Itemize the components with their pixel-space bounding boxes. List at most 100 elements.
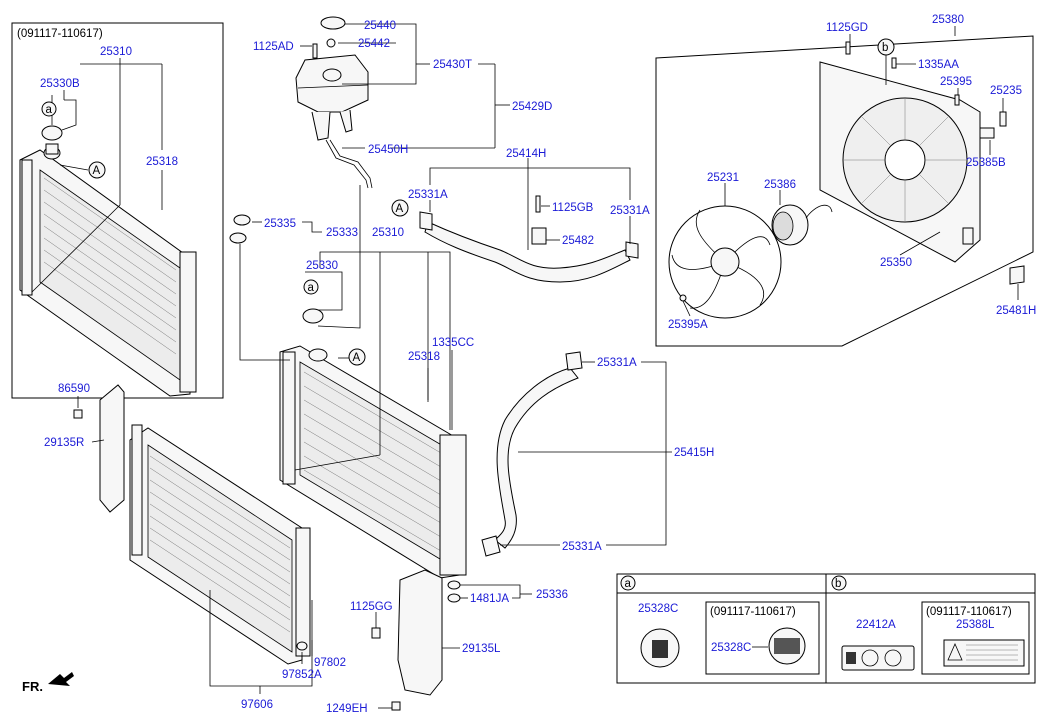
svg-text:A: A bbox=[353, 352, 361, 364]
label-25335: 25335 bbox=[264, 218, 296, 230]
clamp-lower-top bbox=[565, 351, 583, 371]
reservoir-cap bbox=[320, 16, 346, 30]
inset-callout-A bbox=[88, 161, 106, 179]
condenser-leaders bbox=[77, 396, 313, 694]
mount-97852A bbox=[296, 641, 308, 651]
cap-seal bbox=[326, 38, 336, 48]
front-arrow-icon bbox=[48, 672, 74, 686]
label-1125GG: 1125GG bbox=[350, 601, 393, 613]
legend-tag-a: a bbox=[625, 578, 632, 590]
label-25331A-upper-left: 25331A bbox=[408, 189, 448, 201]
grommet-25336 bbox=[447, 580, 461, 590]
label-25310-inset: 25310 bbox=[100, 46, 132, 58]
label-1481JA: 1481JA bbox=[470, 593, 509, 605]
clamp-upper-right bbox=[625, 241, 639, 259]
condenser bbox=[129, 424, 311, 665]
label-25328C-2: 25328C bbox=[711, 642, 751, 654]
bolt-25395 bbox=[954, 94, 960, 106]
svg-text:b: b bbox=[882, 42, 888, 54]
overflow-hose bbox=[325, 139, 369, 189]
label-25318-main: 25318 bbox=[408, 351, 440, 363]
screw-25395A bbox=[679, 294, 687, 302]
label-25395: 25395 bbox=[940, 76, 972, 88]
label-1335AA: 1335AA bbox=[918, 59, 959, 71]
upper-hose bbox=[424, 221, 631, 283]
label-86590: 86590 bbox=[58, 383, 90, 395]
bolt-1125AD bbox=[312, 43, 318, 59]
inset-cap bbox=[41, 125, 63, 141]
legend-a-date-code: (091117-110617) bbox=[710, 606, 796, 618]
label-97606: 97606 bbox=[241, 699, 273, 711]
label-25388L: 25388L bbox=[956, 619, 995, 631]
svg-text:a: a bbox=[46, 104, 53, 116]
label-25395A: 25395A bbox=[668, 319, 708, 331]
fan-assembly-frame bbox=[655, 35, 1034, 347]
label-97802: 97802 bbox=[314, 657, 346, 669]
label-25440: 25440 bbox=[364, 20, 396, 32]
air-guard-29135L bbox=[397, 569, 443, 696]
main-callout-a bbox=[303, 279, 319, 295]
fan-leaders bbox=[682, 26, 1019, 317]
inset-date-code: (091117-110617) bbox=[17, 28, 103, 40]
main-callout-A bbox=[348, 348, 366, 366]
bolt-1125GD bbox=[845, 41, 851, 55]
label-97852A: 97852A bbox=[282, 669, 322, 681]
label-25318-inset: 25318 bbox=[146, 156, 178, 168]
label-25331A-upper-right: 25331A bbox=[610, 205, 650, 217]
bolt-25235 bbox=[999, 111, 1007, 127]
main-radiator bbox=[279, 345, 467, 579]
label-1125GB: 1125GB bbox=[552, 202, 594, 214]
bracket-leaders bbox=[375, 584, 532, 709]
label-25415H: 25415H bbox=[674, 447, 714, 459]
bracket-25482 bbox=[531, 227, 547, 245]
fan-motor bbox=[771, 204, 833, 246]
air-guard-29135R bbox=[99, 384, 125, 513]
label-25429D: 25429D bbox=[512, 101, 552, 113]
label-29135R: 29135R bbox=[44, 437, 84, 449]
label-25414H: 25414H bbox=[506, 148, 546, 160]
legend-b-date-box bbox=[921, 601, 1030, 675]
grommet-25335 bbox=[233, 214, 251, 226]
label-25330: 25330 bbox=[306, 260, 338, 272]
label-25385B: 25385B bbox=[966, 157, 1006, 169]
inset-callout-a bbox=[41, 101, 57, 117]
label-1335CC: 1335CC bbox=[432, 337, 474, 349]
label-25442: 25442 bbox=[358, 38, 390, 50]
svg-text:A: A bbox=[93, 165, 101, 177]
label-1249EH: 1249EH bbox=[326, 703, 368, 715]
upper-hose-leaders bbox=[429, 158, 631, 250]
clip-25481H bbox=[1009, 265, 1025, 285]
label-25380: 25380 bbox=[932, 14, 964, 26]
svg-text:A: A bbox=[396, 203, 404, 215]
label-25336: 25336 bbox=[536, 589, 568, 601]
label-25386: 25386 bbox=[764, 179, 796, 191]
bolt-1125GG bbox=[371, 627, 381, 639]
inset-radiator bbox=[19, 143, 197, 397]
label-1125GD: 1125GD bbox=[826, 22, 868, 34]
clamp-lower-bottom bbox=[481, 535, 501, 557]
connector-25385B bbox=[979, 127, 995, 139]
main-radiator-leaders bbox=[239, 185, 453, 471]
svg-text:a: a bbox=[308, 282, 315, 294]
bolt-1335AA bbox=[891, 57, 897, 69]
label-25430T: 25430T bbox=[433, 59, 472, 71]
label-25481H: 25481H bbox=[996, 305, 1036, 317]
legend-table bbox=[616, 573, 1036, 684]
label-25450H: 25450H bbox=[368, 144, 408, 156]
bolt-1125GB bbox=[535, 195, 541, 213]
legend-tag-b: b bbox=[835, 578, 841, 590]
nut-1481JA bbox=[447, 593, 461, 603]
reservoir-tank bbox=[295, 54, 369, 141]
label-25330B: 25330B bbox=[40, 78, 80, 90]
label-25328C-1: 25328C bbox=[638, 603, 678, 615]
label-22412A: 22412A bbox=[856, 619, 896, 631]
label-25350: 25350 bbox=[880, 257, 912, 269]
label-25331A-lower-bottom: 25331A bbox=[562, 541, 602, 553]
label-29135L: 29135L bbox=[462, 643, 501, 655]
clamp-upper-left bbox=[419, 211, 433, 231]
bolt-1249EH bbox=[391, 701, 401, 711]
grommet-25333 bbox=[229, 232, 247, 244]
label-25310-main: 25310 bbox=[372, 227, 404, 239]
legend-b-date-code: (091117-110617) bbox=[926, 606, 1012, 618]
